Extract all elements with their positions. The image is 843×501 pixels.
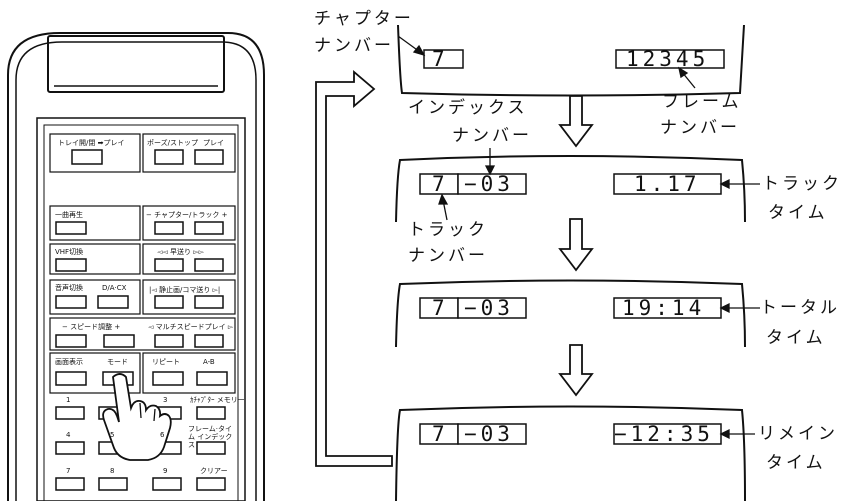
button-label-audio-switch: 音声切換 [55,284,83,292]
index-number-label: インデックス [408,98,528,118]
button-label-da-cx: D/A·CX [102,284,127,292]
button-label-9: 9 [163,467,168,475]
button-label-play: プレイ [203,139,224,147]
button-label-tray-open-close-play: トレイ開/閉 ➡プレイ [58,139,125,147]
down-arrow-icon [558,95,594,148]
pointing-hand-icon [102,373,172,461]
button-label-1: 1 [66,396,71,404]
index-readout-sub: −03 [464,296,514,320]
track-time-label: タイム [768,203,828,223]
chapter-number-label: ナンバー [314,36,394,56]
index-readout-main: 7 [432,296,449,320]
track-number-label: ナンバー [408,246,488,266]
total-time-label: トータル [760,298,840,318]
button-label-fast-forward: ◅◅ 早送り ▻▻ [157,248,204,256]
frame-number-readout: 12345 [626,47,710,71]
button-label-display: 画面表示 [55,358,83,366]
index-number-label: ナンバー [452,126,532,146]
return-loop-arrow-icon [315,70,393,467]
button-label-chapter-track: − チャプター/トラック + [146,211,228,219]
button-label-multi-speed-play: ◅ マルチスピードプレイ ▻ [148,323,234,331]
track-time-label: トラック [762,174,842,194]
button-label-4: 4 [66,431,71,439]
chapter-number-label: チャプター [314,9,414,29]
button-label-8: 8 [110,467,115,475]
track-number-label: トラック [408,220,488,240]
remain-time-readout: −12:35 [614,422,714,446]
button-label-clear: クリアー [200,467,228,475]
button-label-a-b: A-B [203,358,215,366]
total-time-readout: 19:14 [622,296,706,320]
track-time-readout: 1.17 [634,172,701,196]
button-label-vhf-switch: VHF切換 [55,248,84,256]
button-label-chapter-memory: ｶﾁｬﾌﾟﾀｰ メモリー [190,396,245,404]
frame-number-label: フレーム [662,92,742,112]
button-label-mode: モード [107,358,128,366]
total-time-label: タイム [766,328,826,348]
button-label-still-frame: |◅ 静止画/コマ送り ▻| [149,286,221,294]
remain-time-label: リメイン [758,424,838,444]
index-readout-sub: −03 [464,172,514,196]
button-label-frame-time-index: フレーム·タイム インデックス [188,425,233,449]
button-label-repeat: リピート [152,358,180,366]
button-label-5: 5 [110,431,115,439]
frame-number-label: ナンバー [660,118,740,138]
index-readout-main: 7 [432,172,449,196]
index-readout-main: 7 [432,422,449,446]
down-arrow-icon [558,218,594,272]
button-label-pause-stop: ポーズ/ストップ [147,139,199,147]
button-label-7: 7 [66,467,71,475]
button-label-speed-adjust: − スピード調整 + [62,323,121,331]
remain-time-label: タイム [766,453,826,473]
index-readout-sub: −03 [464,422,514,446]
button-label-6: 6 [160,431,165,439]
chapter-number-readout: 7 [432,47,449,71]
button-label-single-play: 一曲再生 [55,211,83,219]
down-arrow-icon [558,344,594,397]
button-label-3: 3 [163,396,168,404]
